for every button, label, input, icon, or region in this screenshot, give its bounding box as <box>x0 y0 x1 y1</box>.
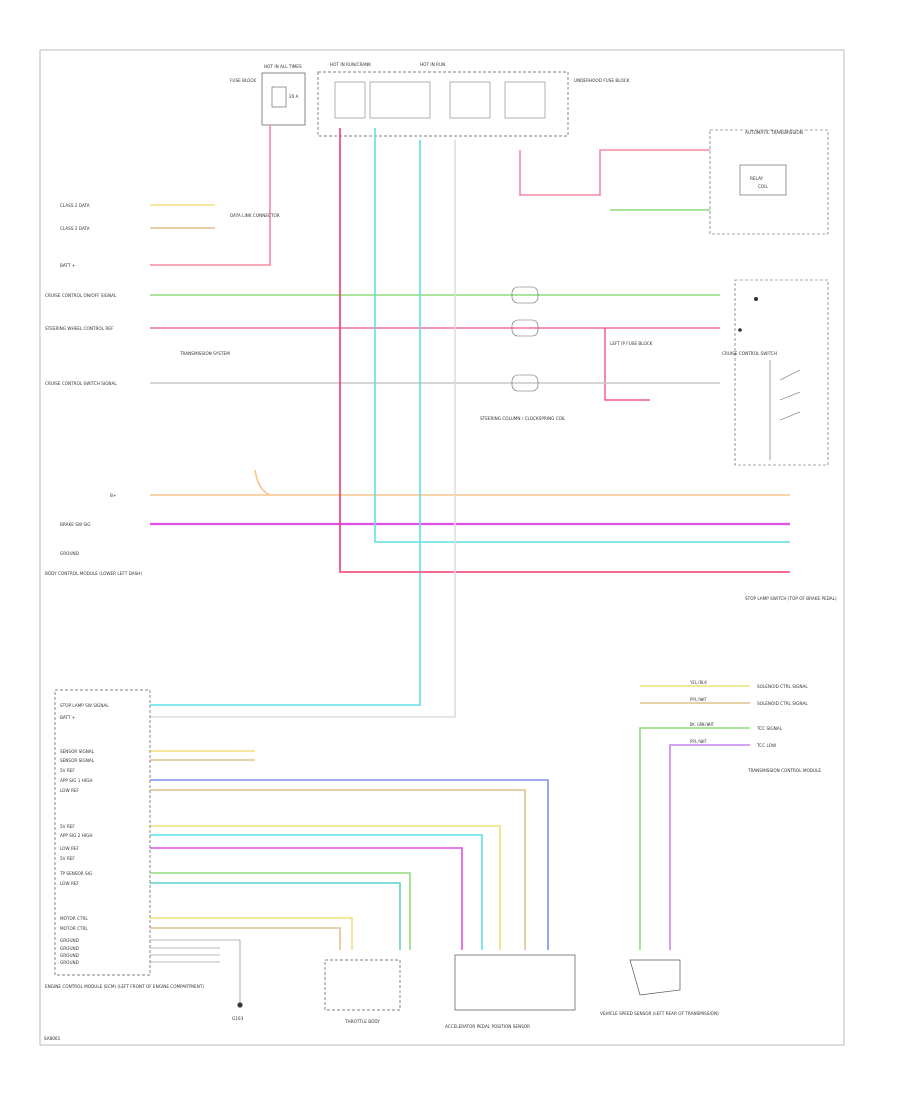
label-ground: GROUND <box>60 551 79 556</box>
cruise-switch-box <box>734 279 829 466</box>
fuse-left-box: FUSE BLOCK <box>230 78 256 83</box>
tcm-label-0: SOLENOID CTRL SIGNAL <box>757 684 808 689</box>
wire-pink-drop <box>604 328 650 401</box>
wire-stop-lamp <box>150 140 421 706</box>
wire-batt-red <box>150 125 271 266</box>
ecm-pin-11: TP SENSOR SIG <box>59 871 92 876</box>
wire-ecm-magenta <box>150 847 463 950</box>
wire-cyan-loop <box>374 128 790 543</box>
ecm-pin-17: GROUND <box>60 953 79 958</box>
wire-ecm-blue <box>150 779 549 950</box>
grounds <box>150 939 243 1008</box>
label-accel: ACCELERATOR PEDAL POSITION SENSOR <box>445 1024 530 1029</box>
ecm-pin-4: 5V REF <box>60 768 75 773</box>
wire-ecm-green <box>150 872 411 950</box>
bottom-components <box>54 689 681 1011</box>
clockspring-connectors <box>511 286 539 392</box>
ecm-pin-5: APP SIG 1 HIGH <box>60 778 93 783</box>
wire-ecm-motor1 <box>150 917 353 950</box>
tcm-label-2: TCC SIGNAL <box>756 726 783 731</box>
ecm-pin-1: BATT + <box>60 715 76 720</box>
tcm-label-1: SOLENOID CTRL SIGNAL <box>757 701 808 706</box>
fuse-center-title: HOT IN RUN/CRANK <box>330 62 371 67</box>
fuse-box-left: HOT IN ALL TIMES FUSE BLOCK 20 A <box>230 64 306 126</box>
vss-title: VEHICLE SPEED SENSOR (LEFT REAR OF TRANS… <box>600 1011 719 1016</box>
ecm-pin-13: MOTOR CTRL <box>60 916 88 921</box>
label-data-link: DATA LINK CONNECTOR <box>230 213 280 218</box>
label-ecm: ENGINE CONTROL MODULE (ECM) (LEFT FRONT … <box>45 984 204 989</box>
label-fuse-sub: LEFT IP FUSE BLOCK <box>610 341 653 346</box>
tcm-label-3: TCC LOW <box>756 743 776 748</box>
fuse-left-pin: 20 A <box>289 94 299 99</box>
tcm-title: TRANSMISSION CONTROL MODULE <box>747 768 821 773</box>
wire-ecm-motor2 <box>150 927 341 950</box>
wires <box>150 125 790 950</box>
ecm-pin-6: LOW REF <box>60 788 80 793</box>
ecm-pin-2: SENSOR SIGNAL <box>60 749 95 754</box>
wire-bplus-branch <box>254 469 271 496</box>
label-stop-lamp: STOP LAMP SWITCH (TOP OF BRAKE PEDAL) <box>745 596 837 601</box>
wire-tcm-violet <box>669 744 750 950</box>
wire-ecm-cyan <box>150 834 483 950</box>
bottom-labels: ENGINE CONTROL MODULE (ECM) (LEFT FRONT … <box>45 984 530 1029</box>
ecm-pin-8: APP SIG 2 HIGH <box>60 833 93 838</box>
label-ground-g103: G103 <box>232 1016 244 1021</box>
ecm-pin-12: LOW REF <box>60 881 80 886</box>
right-panel: SOLENOID CTRL SIGNAL SOLENOID CTRL SIGNA… <box>600 680 821 1016</box>
label-batt: BATT + <box>60 263 76 268</box>
ecm-pin-18: GROUND <box>60 960 79 965</box>
ecm-pin-7: 5V REF <box>60 824 75 829</box>
relay-box-right: AUTOMATIC TRANSMISSION RELAY COIL <box>709 129 829 235</box>
label-class2-b: CLASS 2 DATA <box>60 226 90 231</box>
ecm-pins: STOP LAMP SW SIGNAL BATT + SENSOR SIGNAL… <box>59 703 109 965</box>
ecm-pin-14: MOTOR CTRL <box>60 926 88 931</box>
ecm-pin-3: SENSOR SIGNAL <box>60 758 95 763</box>
ecm-pin-16: GROUND <box>60 946 79 951</box>
tcm-wire-1: PPL/WHT <box>690 697 707 702</box>
wire-ecm-yellow <box>150 825 501 950</box>
label-cruise-sig: CRUISE CONTROL SWITCH SIGNAL <box>45 381 117 386</box>
label-bcm: BODY CONTROL MODULE (LOWER LEFT DASH) <box>45 571 142 576</box>
wire-ecm-batt <box>150 140 456 718</box>
tcm-wire-2: DK GRN/WHT <box>690 722 715 727</box>
tcm-wire-3: PPL/WHT <box>690 739 707 744</box>
diagram-frame <box>39 49 845 1046</box>
relay-inner: RELAY <box>750 176 764 181</box>
label-transmission: TRANSMISSION SYSTEM <box>179 351 230 356</box>
wire-tcm-green <box>639 727 750 950</box>
label-class2-a: CLASS 2 DATA <box>60 203 90 208</box>
fuse-right-label: UNDERHOOD FUSE BLOCK <box>574 78 630 83</box>
fuse-block-center: HOT IN RUN/CRANK HOT IN RUN UNDERHOOD FU… <box>317 62 630 137</box>
left-labels: CLASS 2 DATA CLASS 2 DATA BATT + CRUISE … <box>45 203 142 576</box>
relay-sub: COIL <box>758 184 768 189</box>
fuse-left-title: HOT IN ALL TIMES <box>264 64 302 69</box>
tcm-wire-0: YEL/BLK <box>690 680 707 685</box>
label-cruise-switch: CRUISE CONTROL SWITCH <box>722 351 777 356</box>
wire-relay-red <box>519 149 710 196</box>
ecm-pin-0: STOP LAMP SW SIGNAL <box>60 703 109 708</box>
ecm-pin-9: LOW REF <box>60 846 80 851</box>
footer-id: SA0001 <box>44 1036 61 1041</box>
relay-title: AUTOMATIC TRANSMISSION <box>745 130 803 135</box>
label-throttle: THROTTLE BODY <box>344 1019 380 1024</box>
wire-ecm-teal <box>150 882 401 950</box>
wire-ecm-tan <box>150 789 526 950</box>
fuse-right-title: HOT IN RUN <box>420 62 445 67</box>
ecm-pin-10: 5V REF <box>60 856 75 861</box>
wire-crimson-loop <box>339 128 790 573</box>
label-clockspring: STEERING COLUMN / CLOCKSPRING COIL <box>480 416 566 421</box>
label-steering-ref: STEERING WHEEL CONTROL REF <box>45 326 114 331</box>
label-brake-sw: BRAKE SW SIG <box>60 522 90 527</box>
ecm-pin-15: GROUND <box>60 938 79 943</box>
label-cruise-onoff: CRUISE CONTROL ON/OFF SIGNAL <box>45 293 117 298</box>
label-bplus: B+ <box>110 493 117 498</box>
center-labels: DATA LINK CONNECTOR TRANSMISSION SYSTEM … <box>179 213 837 601</box>
